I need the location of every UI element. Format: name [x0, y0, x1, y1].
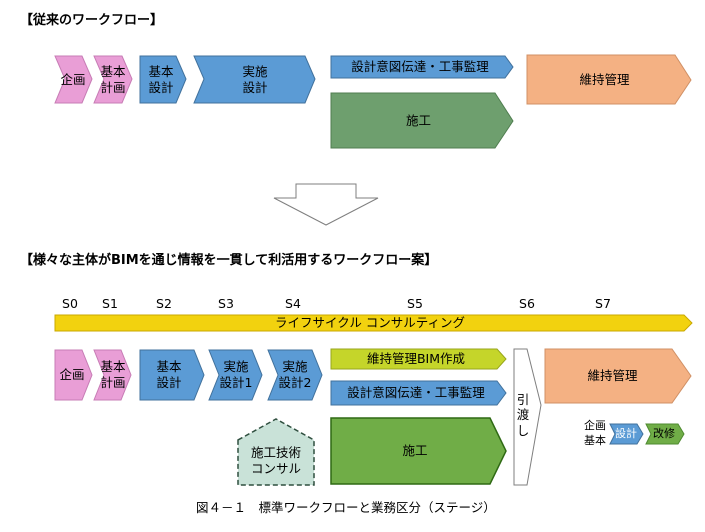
mini-design-label: 設計	[615, 427, 637, 441]
conv-basic-plan-shape	[93, 55, 133, 104]
conv-supervision-shape	[330, 55, 514, 79]
mini-renovation-shape	[645, 423, 685, 445]
prop-handover-label: 引 渡 し	[516, 391, 530, 438]
mini-planning-label: 企画	[584, 419, 606, 433]
prop-basic-plan-label: 基本 計画	[100, 359, 126, 390]
prop-handover-shape	[513, 348, 542, 486]
prop-maintenance-bim-shape	[330, 348, 507, 370]
mini-design-shape	[609, 423, 644, 445]
stage-s4: S4	[285, 296, 301, 311]
prop-detailed-design-2-shape	[267, 349, 323, 401]
down-arrow-icon	[273, 183, 379, 226]
prop-basic-plan-shape	[93, 349, 132, 401]
prop-maintenance-bim-label: 維持管理BIM作成	[366, 351, 466, 367]
conv-planning-label: 企画	[60, 71, 86, 87]
prop-supervision-label: 設計意図伝達・工事監理	[347, 385, 485, 401]
figure-caption: 図４－１ 標準ワークフローと業務区分（ステージ）	[196, 500, 496, 515]
conv-planning-shape	[54, 55, 93, 104]
prop-construction-label: 施工	[402, 443, 428, 459]
prop-maintenance-shape	[544, 348, 692, 404]
conv-detailed-design-shape	[193, 55, 316, 104]
proposed-heading: 【様々な主体がBIMを通じ情報を一貫して利活用するワークフロー案】	[20, 253, 438, 268]
prop-planning-shape	[54, 349, 93, 401]
prop-construction-shape	[330, 417, 507, 485]
mini-renovation-label: 改修	[653, 427, 675, 441]
stage-s5: S5	[407, 296, 423, 311]
stage-s2: S2	[156, 296, 172, 311]
conv-detailed-design-label: 実施 設計	[242, 63, 268, 95]
mini-basic-label: 基本	[584, 434, 606, 448]
prop-basic-design-shape	[139, 349, 205, 401]
lifecycle-bar-label: ライフサイクル コンサルティング	[274, 315, 466, 331]
prop-planning-label: 企画	[59, 367, 85, 383]
prop-supervision-shape	[330, 380, 507, 406]
stage-s7: S7	[595, 296, 611, 311]
stage-s3: S3	[218, 296, 234, 311]
prop-basic-design-label: 基本 設計	[156, 359, 182, 390]
conv-supervision-label: 設計意図伝達・工事監理	[351, 59, 489, 75]
conv-construction-label: 施工	[405, 112, 431, 128]
prop-consultant-shape	[237, 418, 315, 486]
prop-maintenance-label: 維持管理	[587, 368, 638, 384]
conv-maintenance-label: 維持管理	[579, 71, 630, 87]
lifecycle-bar-shape	[54, 314, 693, 332]
stage-s1: S1	[102, 296, 118, 311]
conv-basic-design-shape	[139, 55, 187, 104]
prop-detailed-design-2-label: 実施 設計2	[278, 359, 312, 390]
prop-consultant-label: 施工技術 コンサル	[250, 444, 301, 476]
conv-maintenance-shape	[526, 54, 692, 105]
conv-basic-plan-label: 基本 計画	[100, 63, 126, 95]
prop-detailed-design-1-label: 実施 設計1	[219, 359, 253, 390]
stage-s6: S6	[519, 296, 535, 311]
conventional-heading: 【従来のワークフロー】	[20, 13, 164, 28]
conv-basic-design-label: 基本 設計	[148, 63, 174, 95]
prop-detailed-design-1-shape	[208, 349, 263, 401]
stage-s0: S0	[62, 296, 78, 311]
conv-construction-shape	[330, 92, 514, 149]
